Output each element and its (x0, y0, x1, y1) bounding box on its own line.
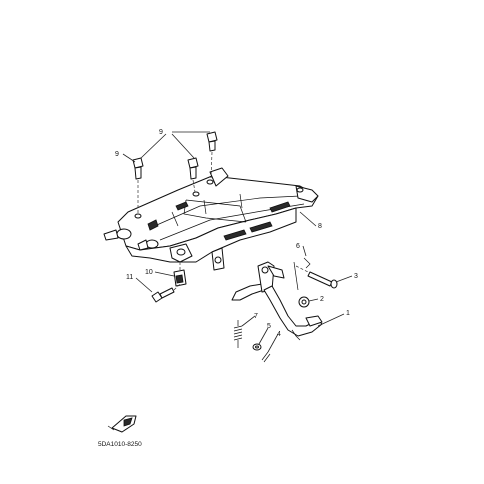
nut-icon (173, 262, 187, 287)
spring-icon (233, 320, 243, 348)
cotter-pin-icon (303, 257, 311, 269)
callout-11: 11 (126, 274, 133, 281)
bolt-icon (295, 265, 338, 289)
front-direction-icon (107, 415, 137, 433)
callout-5: 5 (267, 323, 271, 330)
callout-6: 6 (296, 243, 300, 250)
washer-icon (252, 343, 262, 351)
part-number-label: 5DA1010-8250 (98, 441, 142, 448)
callout-1: 1 (346, 310, 350, 317)
callout-7: 7 (254, 313, 258, 320)
callout-9-b: 9 (115, 151, 119, 158)
callouts: 9 9 8 6 3 2 1 10 11 7 5 4 (115, 129, 358, 338)
cotter-pin-icon (261, 351, 271, 363)
callout-4: 4 (277, 331, 281, 338)
callout-10: 10 (145, 269, 153, 276)
bolt-icon (151, 283, 181, 303)
frame-bracket-icon (103, 167, 319, 271)
main-stand-icon (231, 261, 323, 341)
leader-lines (122, 131, 353, 353)
callout-8: 8 (318, 223, 322, 230)
nut-icon (298, 296, 310, 308)
bolt-icon (132, 131, 218, 214)
callout-3: 3 (354, 273, 358, 280)
callout-2: 2 (320, 296, 324, 303)
callout-9-a: 9 (159, 129, 163, 136)
